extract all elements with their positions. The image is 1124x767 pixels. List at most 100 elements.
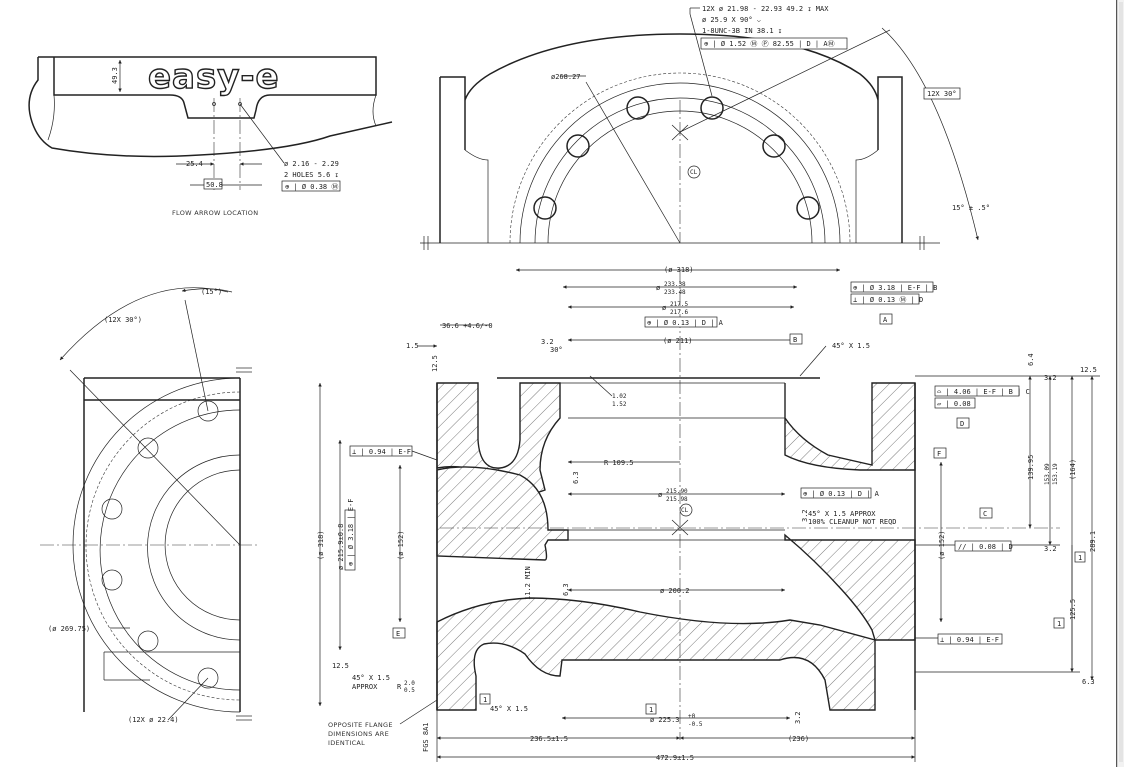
opposite-note-1: OPPOSITE FLANGE [328, 721, 393, 729]
dia-200-2: ø 200.2 [660, 587, 690, 595]
fcf-vertical-box: ⊕ | Ø 3.18 | E-F [347, 499, 355, 566]
perp-right-fcf: ⊥ | 0.94 | E-F [940, 636, 999, 644]
bore-top-sym: ø [656, 284, 661, 292]
chamfer-bottom-2: APPROX [352, 683, 378, 691]
roughness-32-r2: 3.2 [1044, 545, 1057, 553]
datum-d: D [960, 420, 964, 428]
radius-109-5: R 109.5 [604, 459, 634, 467]
roughness-63-b: 6.3 [562, 583, 570, 596]
fcf-vertical-dim: ø 215.9±0.8 [337, 524, 345, 570]
dia-152-left: (ø 152) [397, 530, 405, 560]
chamfer-45-top: 45° X 1.5 [832, 342, 870, 350]
flatness-2: ▱ | 0.08 [937, 400, 971, 408]
bore-mid-lower: 217.6 [670, 309, 688, 316]
scrollbar-thumb[interactable] [1119, 2, 1123, 762]
dim-153-09: 153.09 [1044, 463, 1051, 485]
roughness-32-a: 3.2 [541, 338, 554, 346]
bolt-circle-top: ø268.27 [551, 73, 581, 81]
dia-225-3-tol-p: +0 [688, 713, 696, 720]
dim-164: (164) [1069, 459, 1077, 480]
radius-2-0: 2.0 [404, 680, 415, 687]
box-1-right-2: 1 [1057, 620, 1061, 628]
cl-label: CL [690, 169, 698, 176]
bore-inner-lower: 215.98 [666, 496, 688, 503]
page-border [1116, 0, 1117, 767]
box-1-bottom: 1 [483, 696, 487, 704]
side-bolt-circle: (ø 269.75) [48, 625, 90, 633]
dim-12-5-right: 12.5 [1080, 366, 1097, 374]
flow-arrow-detail: easy-e 49.3 25.4 50.8 ø 2.16 - 2.29 2 HO… [28, 56, 393, 217]
dim-125-5: 125.5 [1069, 599, 1077, 620]
flow-arrow-caption: FLOW ARROW LOCATION [172, 209, 258, 217]
opposite-note-2: DIMENSIONS ARE [328, 730, 389, 738]
roughness-32-b: 3.2 [794, 711, 802, 724]
datum-a: A [883, 316, 888, 324]
bore-inner-sym: ø [658, 491, 663, 499]
fcf-inner: ⊕ | Ø 0.13 | D | A [803, 490, 880, 498]
datum-e: E [396, 630, 400, 638]
holes-note-1: ø 2.16 - 2.29 [284, 160, 339, 168]
holes-note-2: 2 HOLES 5.6 ↧ [284, 171, 339, 179]
dim-472-9: 472.9±1.5 [656, 754, 694, 762]
side-holes: (12X ø 22.4) [128, 716, 179, 724]
dim-spacing-25-4: 25.4 [186, 160, 203, 168]
dia-225-3-tol-m: -0.5 [688, 721, 703, 728]
top-note-1: 12X ø 21.98 - 22.93 49.2 ↧ MAX [702, 5, 829, 13]
flange-1-5: 1.5 [406, 342, 419, 350]
flatness-1: ⌓ | 4.06 | E-F | B | C [937, 388, 1030, 396]
dim-overall-318: (ø 318) [664, 266, 694, 274]
holes-fcf: ⊕ | Ø 0.38 Ⓜ [285, 183, 338, 191]
opposite-note-3: IDENTICAL [328, 739, 365, 747]
dia-152-right: (ø 152) [938, 530, 946, 560]
bore-mid-sym: ø [662, 304, 667, 312]
dim-153-19: 153.19 [1052, 463, 1059, 485]
parallel-fcf: // | 0.08 | D [958, 543, 1013, 551]
dim-12-5-left: 12.5 [332, 662, 349, 670]
top-note-2: ø 25.9 X 90° ⌵ [702, 16, 761, 24]
bore-top-lower: 233.48 [664, 289, 686, 296]
radius-small: R [397, 683, 402, 691]
dim-6-3-bottom: 6.3 [1082, 678, 1095, 686]
vertical-scrollbar[interactable] [1117, 0, 1124, 767]
section-cl-label: CL [681, 507, 689, 514]
angle-tol: 15° ± .5° [952, 204, 990, 212]
chamfer-note-1: 45° X 1.5 APPROX [808, 510, 876, 518]
perp-left-fcf: ⊥ | 0.94 | E-F [352, 448, 411, 456]
side-flange-view: (12X 30°) (15°) (ø 269.75) (12X ø 22.4) [40, 287, 260, 724]
roughness-32-c: 3.2 [801, 509, 809, 522]
datum-f: F [937, 450, 941, 458]
dim-139-95: 139.95 [1027, 455, 1035, 480]
side-angle-bolt: (12X 30°) [104, 316, 142, 324]
fcf-bore: ⊕ | Ø 0.13 | D | A [647, 319, 724, 327]
groove-1-02: 1.02 [612, 393, 627, 400]
chamfer-bottom-1: 45° X 1.5 [352, 674, 390, 682]
dia-225-3: ø 225.3 [650, 716, 680, 724]
datum-c: C [983, 510, 987, 518]
chamfer-note-2: 100% CLEANUP NOT REQD [808, 518, 897, 526]
datum-b: B [793, 336, 797, 344]
dim-6-4: 6.4 [1027, 353, 1035, 366]
dim-236: (236) [788, 735, 809, 743]
top-note-fcf: ⊕ | Ø 1.52 Ⓜ Ⓟ 82.55 | D | AⓂ [704, 40, 835, 48]
bolt-angle-top: 12X 30° [927, 90, 957, 98]
groove-1-52: 1.52 [612, 401, 627, 408]
chamfer-30: 30° [550, 346, 563, 354]
top-note-3: 1-8UNC-3B IN 38.1 ↧ [702, 27, 782, 35]
dia-318-left: (ø 318) [317, 530, 325, 560]
box-1-right: 1 [1078, 554, 1082, 562]
logo-easy-e: easy-e [148, 57, 280, 97]
roughness-63-a: 6.3 [572, 471, 580, 484]
fcf-right-2: ⊥ | Ø 0.13 Ⓜ | D [853, 296, 923, 304]
bore-mid-upper: 217.5 [670, 301, 688, 308]
dim-width-50-8: 50.8 [206, 181, 223, 189]
min-dim: 11.2 MIN [524, 566, 532, 600]
flange-36-6: 36.6 +4.6/-0 [442, 322, 493, 330]
dim-height-49-3: 49.3 [111, 67, 119, 84]
radius-0-5: 0.5 [404, 687, 415, 694]
top-flange-view: CL ø268.27 12X ø 21.98 - 22.93 49.2 ↧ MA… [420, 5, 990, 250]
section-view: CL (ø 318) ø 233.38 233.48 ø 217.5 217.6… [317, 266, 1100, 762]
bore-top-upper: 233.38 [664, 281, 686, 288]
dim-289-1: 289.1 [1089, 531, 1097, 552]
dim-236-5: 236.5±1.5 [530, 735, 568, 743]
